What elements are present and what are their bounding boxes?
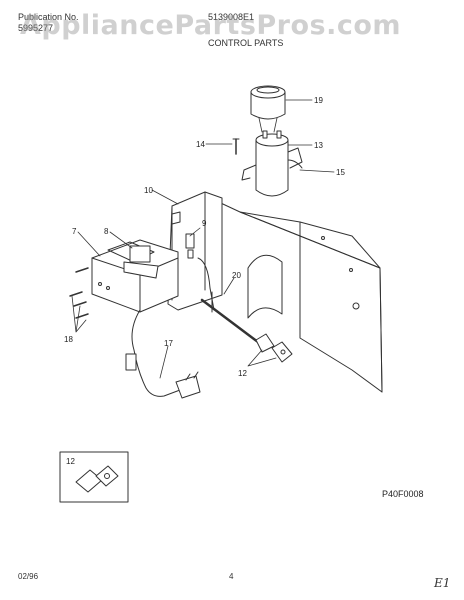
wire-harness: [197, 254, 283, 344]
switch: [185, 233, 195, 259]
screw-set: [69, 267, 89, 319]
corner-mark: E1: [434, 576, 451, 590]
publication-label: Publication No.: [18, 12, 79, 22]
diagram-code: P40F0008: [382, 489, 424, 499]
section-title: CONTROL PARTS: [208, 38, 284, 48]
mounting-panel: [209, 197, 383, 393]
footer-page: 4: [229, 572, 234, 581]
power-cord: [125, 309, 201, 399]
capacitor-cap: [250, 85, 286, 133]
relay: [123, 245, 159, 279]
callout-13: 13: [314, 141, 323, 150]
callout-15: 15: [336, 168, 345, 177]
capacitor-bracket: [287, 159, 303, 169]
callout-20: 20: [232, 271, 241, 280]
screw: [232, 138, 240, 155]
callout-14: 14: [196, 140, 205, 149]
watermark: AppliancePartsPros.com: [20, 10, 402, 41]
model-number: 5139008E1: [208, 12, 255, 22]
callout-7: 7: [72, 227, 77, 236]
callout-9: 9: [202, 219, 207, 228]
thermostat-clip: [255, 333, 293, 363]
callout-10: 10: [144, 186, 153, 195]
control-box: [167, 191, 223, 311]
callout-17: 17: [164, 339, 173, 348]
inset-box: [59, 451, 129, 503]
relay-housing: [91, 239, 179, 313]
callout-8: 8: [104, 227, 109, 236]
inset-callout-12: 12: [66, 457, 75, 466]
capacitor: [241, 130, 303, 197]
publication-number: 5995277: [18, 23, 54, 33]
callout-19: 19: [314, 96, 323, 105]
footer-date: 02/96: [18, 572, 39, 581]
callout-12: 12: [238, 369, 247, 378]
callout-18: 18: [64, 335, 73, 344]
